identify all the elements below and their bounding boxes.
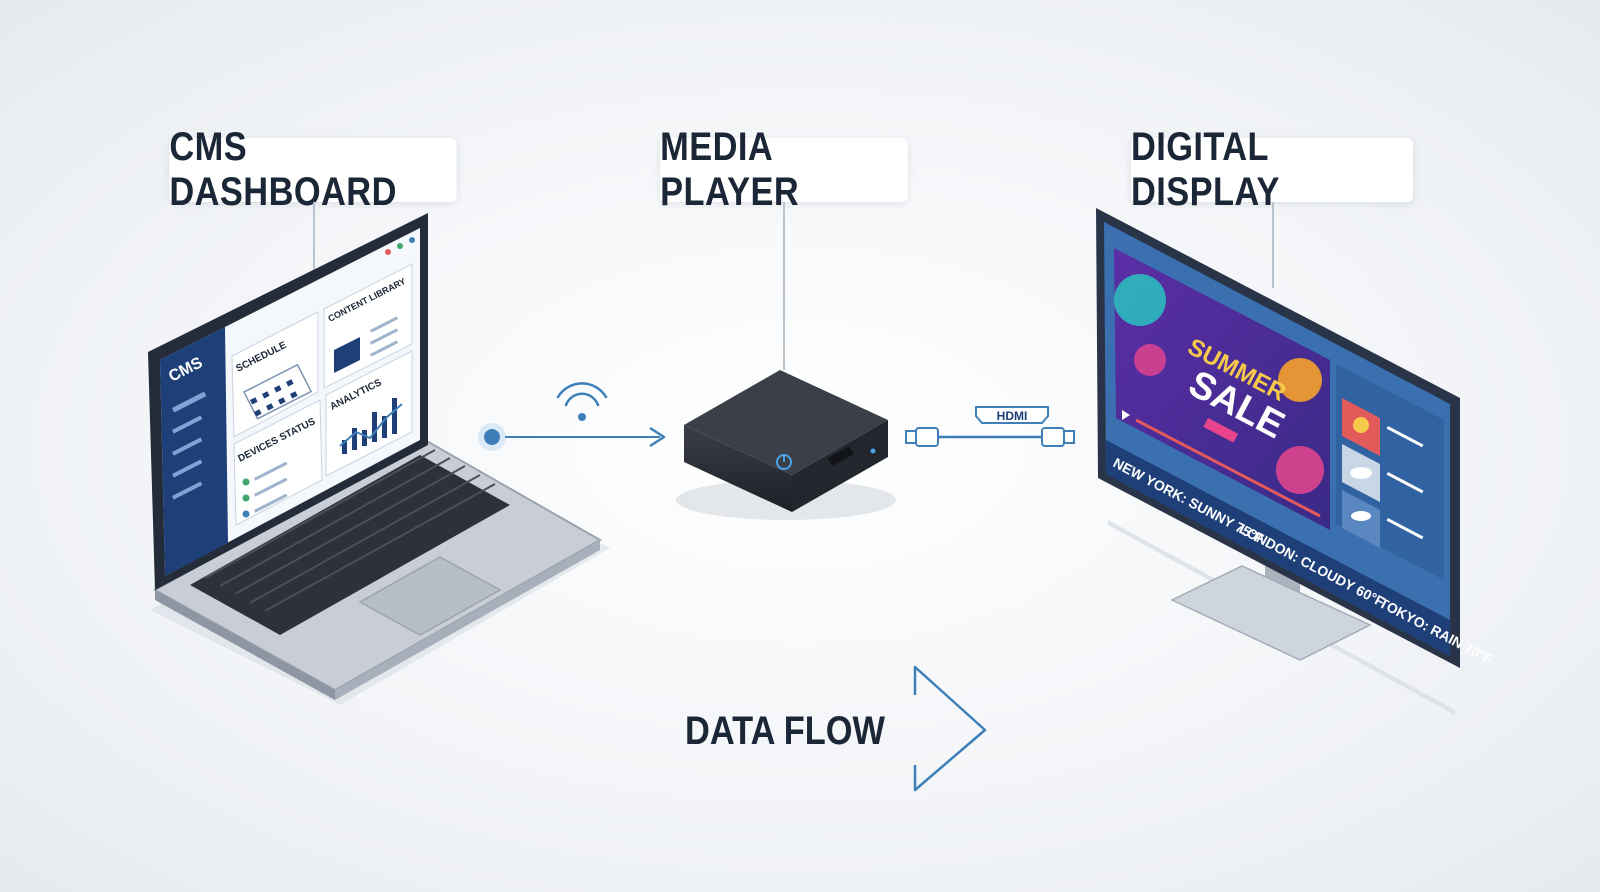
window-dot-red: [385, 249, 391, 255]
cms-dashboard-label: CMS DASHBOARD: [169, 125, 457, 214]
digital-display: SUMMER SALE NEW YORK: SUNNY 75°F LONDON:: [1096, 208, 1496, 715]
panel-device-status: DEVICES STATUS: [233, 399, 323, 526]
player-side: [792, 420, 888, 512]
player-leader-line: [783, 202, 785, 370]
cms-leader-line: [313, 202, 315, 270]
rain-cloud-icon: [1351, 511, 1371, 521]
sun-icon: [1353, 417, 1369, 433]
laptop: CMS SCHEDULE: [148, 213, 610, 705]
signal-source-dot: [484, 429, 500, 445]
media-player-label: MEDIA PLAYER: [660, 125, 908, 214]
folder-icon: [334, 337, 360, 373]
promo-shape-pink-small: [1134, 344, 1166, 376]
hdmi-plug-left: [905, 427, 939, 447]
window-dot-blue: [409, 237, 415, 243]
ticker-bar: [1106, 440, 1450, 656]
promo-shape-orange: [1278, 358, 1322, 402]
promo-cta-button: [1203, 417, 1239, 443]
laptop-base-edge-right: [335, 540, 600, 700]
promo-shape-pink: [1276, 446, 1324, 494]
player-top: [684, 370, 888, 475]
status-led: [870, 448, 876, 454]
panel-schedule: SCHEDULE: [231, 311, 319, 438]
wireless-link: [478, 382, 666, 451]
digital-display-label-text: DIGITAL DISPLAY: [1130, 125, 1280, 214]
digital-display-label: DIGITAL DISPLAY: [1130, 125, 1414, 214]
calendar-icon: [250, 379, 298, 417]
status-rows: [242, 461, 288, 518]
data-flow-label: DATA FLOW: [685, 708, 886, 753]
hdmi-connector-icon: [975, 406, 1049, 424]
weather-tiles: [1342, 398, 1424, 548]
bar-chart-icon: [342, 398, 397, 454]
media-player-box: [676, 370, 896, 520]
laptop-keyboard: [190, 449, 510, 635]
hdmi-cable: HDMI: [905, 406, 1075, 447]
play-icon: [1122, 410, 1130, 420]
promo-panel: [1114, 248, 1330, 530]
hdmi-plug-right: [1041, 427, 1075, 447]
cms-sidebar: [160, 327, 228, 576]
flow-arrowhead: [913, 665, 987, 792]
wifi-icon: [556, 382, 608, 421]
player-front: [684, 425, 792, 512]
data-flow-arrow: DATA FLOW: [610, 665, 987, 792]
display-leader-line: [1272, 202, 1274, 288]
cloud-icon: [1350, 467, 1372, 479]
sidebar-items: [171, 391, 207, 500]
cms-dashboard-label-text: CMS DASHBOARD: [169, 125, 397, 214]
media-player-label-text: MEDIA PLAYER: [660, 125, 800, 214]
laptop-base-edge: [155, 590, 335, 700]
progress-bar: [1135, 418, 1321, 518]
window-dot-green: [397, 243, 403, 249]
hdmi-port: [828, 446, 854, 466]
promo-shape-teal: [1114, 274, 1166, 326]
laptop-trackpad: [358, 556, 502, 636]
display-stand-base: [1170, 565, 1372, 661]
power-button-icon: [776, 454, 792, 470]
video-controls: [1122, 410, 1321, 518]
wireless-arrowhead: [649, 426, 666, 448]
hdmi-label: HDMI: [997, 409, 1028, 423]
